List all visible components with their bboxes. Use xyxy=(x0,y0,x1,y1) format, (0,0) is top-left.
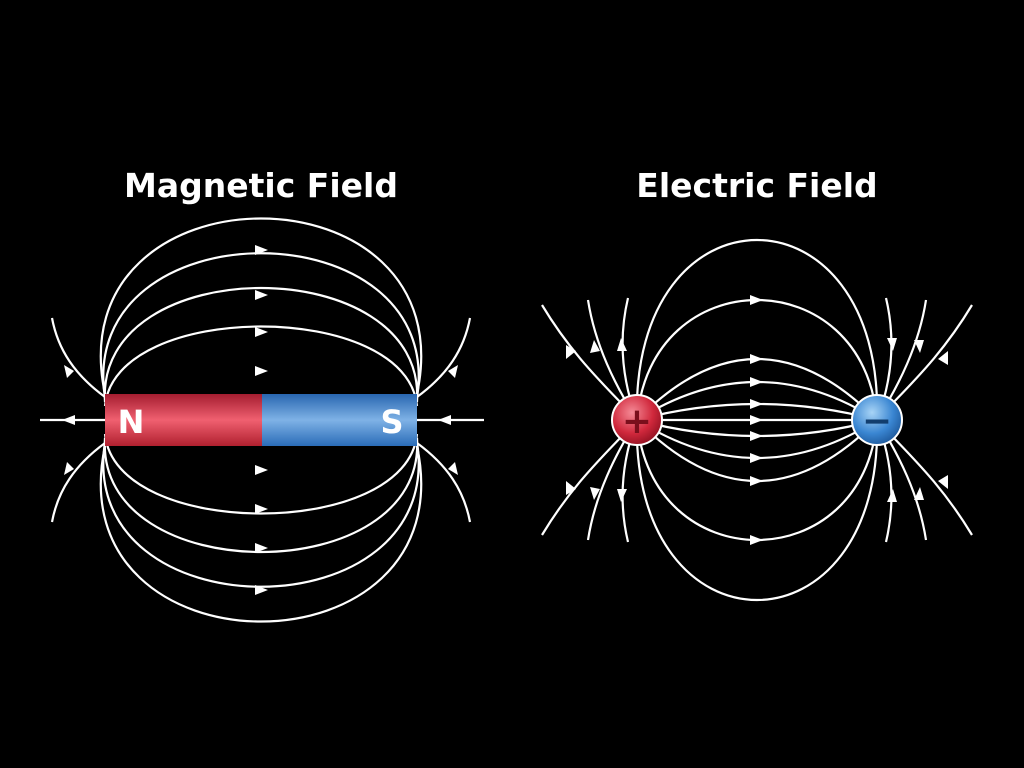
arrow-right-icon xyxy=(255,504,268,514)
arrow-up-icon xyxy=(914,487,924,500)
field-line xyxy=(50,317,106,398)
arrow-right-icon xyxy=(750,476,763,486)
field-line xyxy=(103,437,419,554)
arrow-left-icon xyxy=(62,415,75,425)
arrow-right-icon xyxy=(750,354,763,364)
field-line xyxy=(103,286,419,403)
field-line xyxy=(99,217,423,395)
arrow-up-icon xyxy=(617,338,627,351)
south-pole xyxy=(262,394,417,446)
magnetic-field-title: Magnetic Field xyxy=(124,166,398,205)
arrow-right-icon xyxy=(750,377,763,387)
field-line xyxy=(102,441,420,588)
field-line xyxy=(416,317,472,398)
arrow-right-icon xyxy=(255,465,268,475)
arrow-right-icon xyxy=(750,295,763,305)
arrow-right-icon xyxy=(255,543,268,553)
north-pole-label: N xyxy=(118,403,145,441)
arrow-right-icon xyxy=(255,585,268,595)
arrow-down-icon xyxy=(448,365,458,378)
arrow-down-icon xyxy=(938,351,948,365)
arrow-right-icon xyxy=(255,366,268,376)
field-line xyxy=(50,442,106,523)
arrow-up-icon xyxy=(590,340,600,353)
magnetic-field-diagram: N S xyxy=(40,217,484,623)
arrow-right-icon xyxy=(255,290,268,300)
field-line xyxy=(635,419,879,602)
arrow-right-icon xyxy=(750,399,763,409)
arrow-down-icon xyxy=(914,340,924,353)
electric-field-diagram: + − xyxy=(541,238,973,602)
positive-charge-label: + xyxy=(622,401,652,442)
north-pole xyxy=(105,394,262,446)
magnetic-field-arrows xyxy=(62,245,458,595)
arrow-right-icon xyxy=(750,415,763,425)
arrow-right-icon xyxy=(750,453,763,463)
negative-charge-label: − xyxy=(862,401,892,442)
arrow-down-icon xyxy=(590,487,600,500)
field-line xyxy=(102,252,420,399)
electric-field-title: Electric Field xyxy=(636,166,878,205)
field-line xyxy=(103,325,419,407)
field-line xyxy=(416,442,472,523)
arrow-right-icon xyxy=(255,245,268,255)
negative-charge: − xyxy=(851,394,903,446)
field-line xyxy=(636,418,878,438)
arrow-right-icon xyxy=(255,327,268,337)
arrow-up-icon xyxy=(448,462,458,475)
arrow-up-icon xyxy=(64,365,74,378)
south-pole-label: S xyxy=(380,403,403,441)
bar-magnet: N S xyxy=(105,394,417,446)
arrow-up-icon xyxy=(938,475,948,489)
field-line xyxy=(636,402,878,422)
electric-field-arrows xyxy=(566,295,948,545)
arrow-down-icon xyxy=(617,489,627,502)
arrow-down-icon xyxy=(64,462,74,475)
arrow-right-icon xyxy=(750,431,763,441)
arrow-up-icon xyxy=(887,489,897,502)
field-line xyxy=(635,238,879,421)
arrow-down-icon xyxy=(566,481,576,495)
arrow-left-icon xyxy=(438,415,451,425)
arrow-right-icon xyxy=(750,535,763,545)
magnetic-field-lines xyxy=(40,217,484,623)
field-line xyxy=(99,445,423,623)
arrow-up-icon xyxy=(566,345,576,359)
arrow-down-icon xyxy=(887,338,897,351)
positive-charge: + xyxy=(611,394,663,446)
field-line xyxy=(103,433,419,515)
